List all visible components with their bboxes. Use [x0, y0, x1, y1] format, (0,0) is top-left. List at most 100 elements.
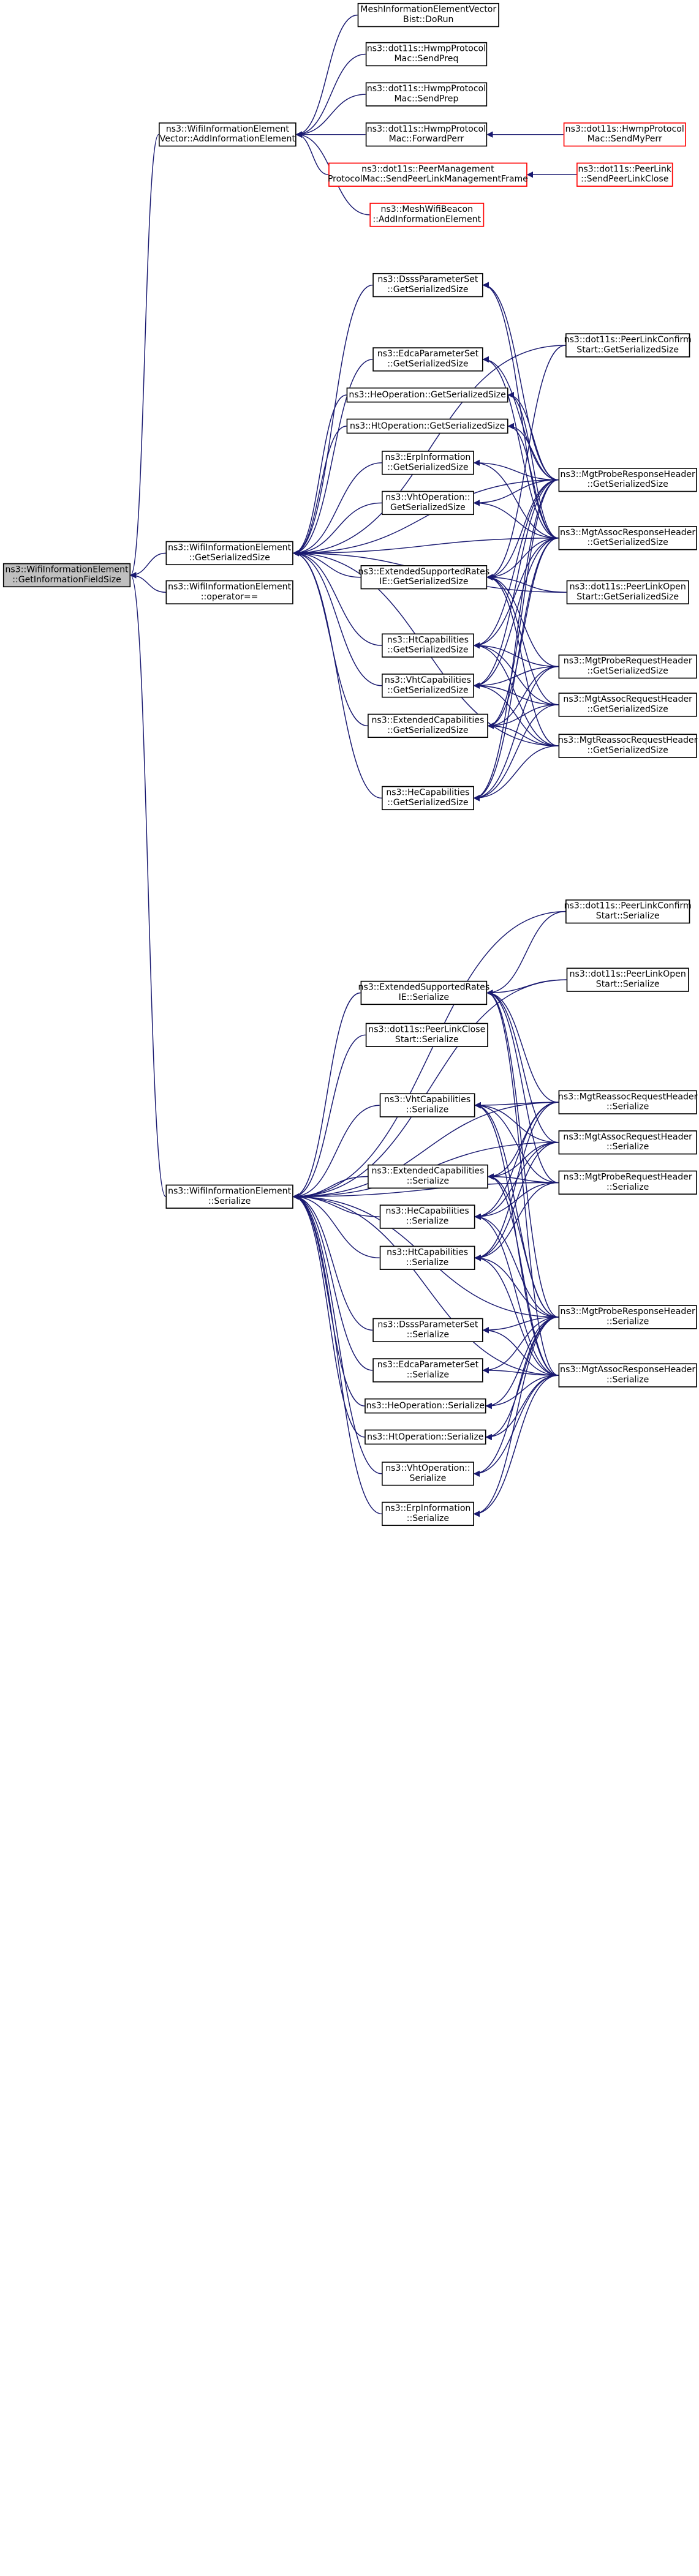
node-vht-operation-get-serialized-size[interactable]: ns3::VhtOperation::GetSerializedSize: [382, 490, 474, 516]
call-edge: [292, 1193, 380, 1259]
call-edge: [486, 979, 567, 996]
node-mesh-wifi-beacon-add-ie[interactable]: ns3::MeshWifiBeacon::AddInformationEleme…: [369, 203, 485, 227]
call-edge: [292, 345, 566, 557]
node-ht-capabilities-get-serialized-size[interactable]: ns3::HtCapabilities::GetSerializedSize: [382, 633, 474, 658]
node-vht-operation-serialize[interactable]: ns3::VhtOperation::Serialize: [382, 1462, 474, 1486]
call-edge: [486, 989, 559, 1184]
node-operator-eq[interactable]: ns3::WifiInformationElement::operator==: [165, 580, 293, 604]
call-edge: [130, 552, 166, 579]
call-edge: [292, 550, 382, 646]
call-edge: [292, 1193, 365, 1406]
call-edge: [474, 1102, 559, 1261]
node-mgt-assoc-request-get-serialized-size[interactable]: ns3::MgtAssocRequestHeader::GetSerialize…: [558, 693, 697, 717]
call-edge: [474, 1213, 559, 1318]
call-edge: [474, 1142, 559, 1261]
node-erp-serialize[interactable]: ns3::ErpInformation::Serialize: [382, 1501, 474, 1526]
call-edge: [474, 1255, 559, 1318]
node-ht-operation-serialize[interactable]: ns3::HtOperation::Serialize: [365, 1429, 486, 1445]
node-erp-get-serialized-size[interactable]: ns3::ErpInformation::GetSerializedSize: [382, 451, 474, 475]
node-he-operation-get-serialized-size[interactable]: ns3::HeOperation::GetSerializedSize: [346, 387, 508, 403]
node-vht-capabilities-serialize[interactable]: ns3::VhtCapabilities::Serialize: [379, 1093, 475, 1117]
call-edge: [485, 1375, 559, 1410]
call-edge: [482, 1327, 559, 1376]
call-edge: [474, 1102, 559, 1109]
call-edge: [292, 1193, 365, 1438]
node-extended-capabilities-serialize[interactable]: ns3::ExtendedCapabilities::Serialize: [368, 1164, 488, 1189]
node-dsss-serialize[interactable]: ns3::DsssParameterSet::Serialize: [372, 1318, 483, 1343]
node-mgt-reassoc-request-get-serialized-size[interactable]: ns3::MgtReassocRequestHeader::GetSeriali…: [558, 734, 697, 758]
call-edge: [486, 574, 559, 667]
node-edca-get-serialized-size[interactable]: ns3::EdcaParameterSet::GetSerializedSize: [372, 347, 483, 372]
call-edge: [292, 359, 373, 557]
call-edge: [473, 745, 559, 802]
call-edge: [473, 682, 559, 705]
node-get-information-field-size[interactable]: ns3::WifiInformationElement::GetInformat…: [2, 563, 131, 588]
call-edge: [474, 1102, 559, 1184]
call-edge: [485, 1316, 559, 1410]
call-edge: [487, 1173, 559, 1184]
call-edge: [473, 500, 559, 539]
call-edge: [474, 1213, 559, 1376]
call-edge: [292, 1193, 382, 1515]
call-edge: [487, 538, 559, 729]
call-edge: [473, 642, 559, 705]
node-peer-link-send-close[interactable]: ns3::dot11s::PeerLink::SendPeerLinkClose: [576, 162, 673, 187]
call-edge: [292, 284, 373, 557]
call-edge: [292, 550, 382, 686]
call-edge: [473, 538, 559, 689]
call-edge: [473, 1375, 559, 1477]
node-mgt-probe-response-serialize[interactable]: ns3::MgtProbeResponseHeader::Serialize: [558, 1305, 697, 1329]
node-he-capabilities-serialize[interactable]: ns3::HeCapabilities::Serialize: [379, 1204, 475, 1229]
call-edge: [473, 538, 559, 802]
call-edge: [482, 356, 559, 539]
call-edge: [292, 992, 361, 1200]
call-edge: [486, 538, 559, 580]
node-dsss-get-serialized-size[interactable]: ns3::DsssParameterSet::GetSerializedSize: [372, 272, 483, 298]
call-edge: [473, 666, 559, 802]
call-edge: [482, 282, 559, 539]
node-he-capabilities-get-serialized-size[interactable]: ns3::HeCapabilities::GetSerializedSize: [382, 786, 474, 811]
edge-group: [130, 14, 577, 1517]
node-extended-capabilities-get-serialized-size[interactable]: ns3::ExtendedCapabilities::GetSerialized…: [368, 713, 488, 738]
node-mgt-reassoc-request-serialize[interactable]: ns3::MgtReassocRequestHeader::Serialize: [558, 1090, 697, 1114]
node-mgt-assoc-response-get-serialized-size[interactable]: ns3::MgtAssocResponseHeader::GetSerializ…: [558, 526, 697, 550]
node-ht-operation-get-serialized-size[interactable]: ns3::HtOperation::GetSerializedSize: [346, 418, 508, 434]
node-he-operation-serialize[interactable]: ns3::HeOperation::Serialize: [365, 1398, 486, 1414]
node-serialize[interactable]: ns3::WifiInformationElement::Serialize: [165, 1184, 293, 1209]
node-vht-capabilities-get-serialized-size[interactable]: ns3::VhtCapabilities::GetSerializedSize: [382, 674, 474, 698]
node-mgt-probe-request-serialize[interactable]: ns3::MgtProbeRequestHeader::Serialize: [558, 1170, 697, 1195]
call-edge: [473, 479, 559, 506]
call-edge: [292, 394, 347, 557]
node-mgt-probe-response-get-serialized-size[interactable]: ns3::MgtProbeResponseHeader::GetSerializ…: [558, 468, 697, 492]
call-edge: [487, 479, 559, 729]
node-get-serialized-size[interactable]: ns3::WifiInformationElement::GetSerializ…: [165, 541, 293, 566]
node-mgt-assoc-response-serialize[interactable]: ns3::MgtAssocResponseHeader::Serialize: [558, 1363, 697, 1388]
call-edge: [473, 459, 559, 481]
call-edge: [486, 574, 567, 593]
call-edge: [473, 682, 559, 746]
call-edge: [292, 1193, 373, 1331]
node-ht-capabilities-serialize[interactable]: ns3::HtCapabilities::Serialize: [379, 1245, 475, 1270]
call-edge: [473, 704, 559, 802]
call-edge: [486, 574, 559, 746]
node-edca-serialize[interactable]: ns3::EdcaParameterSet::Serialize: [372, 1358, 483, 1383]
call-edge: [292, 426, 347, 557]
node-mgt-assoc-request-serialize[interactable]: ns3::MgtAssocRequestHeader::Serialize: [558, 1130, 697, 1155]
call-edge: [292, 911, 566, 1200]
node-mgt-probe-request-get-serialized-size[interactable]: ns3::MgtProbeRequestHeader::GetSerialize…: [558, 654, 697, 679]
